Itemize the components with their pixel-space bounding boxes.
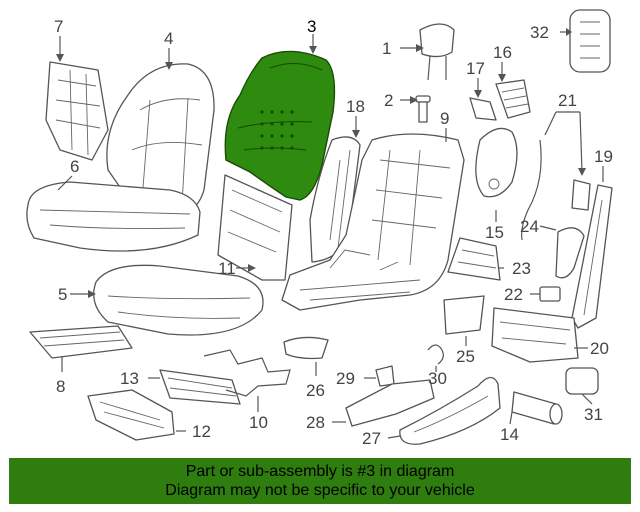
- callout-2[interactable]: 2: [384, 91, 393, 110]
- part-10-wire-harness[interactable]: [203, 349, 291, 397]
- part-6-cushion-cover[interactable]: [26, 181, 201, 252]
- callout-10[interactable]: 10: [249, 413, 268, 432]
- callout-labels: 1 2 3 4 5 6 7 8 9 10 11 12 13 14 15 16 1…: [54, 17, 613, 448]
- callout-31[interactable]: 31: [584, 405, 603, 424]
- part-2-headrest-guide[interactable]: [415, 95, 431, 123]
- callout-20[interactable]: 20: [590, 339, 609, 358]
- part-26-cover-strip[interactable]: [283, 336, 329, 360]
- part-20-housing[interactable]: [491, 307, 579, 363]
- callout-11[interactable]: 11: [218, 259, 236, 278]
- part-28-side-trim-lower[interactable]: [345, 379, 435, 427]
- callout-leader-lines: [56, 28, 604, 439]
- callout-16[interactable]: 16: [493, 43, 512, 62]
- part-14-motor[interactable]: [511, 391, 563, 425]
- seat-exploded-diagram: 1 2 3 4 5 6 7 8 9 10 11 12 13 14 15 16 1…: [26, 9, 613, 448]
- part-27-outer-trim[interactable]: [399, 376, 501, 445]
- part-30-clip[interactable]: [427, 344, 444, 365]
- part-32-switch[interactable]: [569, 9, 611, 73]
- part-31-switch[interactable]: [565, 367, 599, 395]
- callout-6[interactable]: 6: [70, 157, 79, 176]
- callout-7[interactable]: 7: [54, 17, 63, 36]
- callout-26[interactable]: 26: [306, 381, 325, 400]
- part-5-cushion-pad[interactable]: [93, 264, 264, 336]
- callout-27[interactable]: 27: [362, 429, 381, 448]
- callout-28[interactable]: 28: [306, 413, 325, 432]
- part-15-side-cover[interactable]: [475, 127, 518, 198]
- part-24-recliner-handle[interactable]: [555, 227, 585, 279]
- part-17-trim-piece[interactable]: [469, 97, 497, 121]
- callout-32[interactable]: 32: [530, 23, 549, 42]
- callout-18[interactable]: 18: [346, 97, 365, 116]
- callout-13[interactable]: 13: [120, 369, 139, 388]
- callout-14[interactable]: 14: [500, 425, 519, 444]
- part-29-bracket[interactable]: [375, 365, 395, 387]
- callout-4[interactable]: 4: [164, 29, 173, 48]
- callout-3-highlighted[interactable]: 3: [307, 17, 316, 36]
- part-7-back-pad[interactable]: [45, 61, 109, 161]
- callout-21[interactable]: 21: [558, 91, 577, 110]
- part-25-tray[interactable]: [443, 295, 485, 335]
- callout-12[interactable]: 12: [192, 422, 211, 441]
- info-banner: Part or sub-assembly is #3 in diagram Di…: [9, 458, 631, 504]
- banner-line-disclaimer: Diagram may not be specific to your vehi…: [165, 482, 475, 499]
- part-11-back-panel[interactable]: [217, 174, 293, 281]
- part-19-side-panel[interactable]: [571, 184, 613, 329]
- part-16-control-module[interactable]: [495, 79, 531, 119]
- callout-17[interactable]: 17: [466, 59, 485, 78]
- callout-23[interactable]: 23: [512, 259, 531, 278]
- callout-25[interactable]: 25: [456, 347, 475, 366]
- part-21-cable[interactable]: [521, 139, 591, 241]
- callout-5[interactable]: 5: [58, 285, 67, 304]
- callout-29[interactable]: 29: [336, 369, 355, 388]
- part-1-headrest[interactable]: [419, 23, 455, 81]
- part-22-clip[interactable]: [539, 286, 561, 302]
- callout-24[interactable]: 24: [520, 217, 539, 236]
- callout-9[interactable]: 9: [440, 109, 449, 128]
- part-23-trim[interactable]: [447, 237, 501, 281]
- part-12-mounting-plate[interactable]: [87, 389, 175, 441]
- banner-line-part-info: Part or sub-assembly is #3 in diagram: [185, 463, 455, 480]
- part-13-heating-element[interactable]: [159, 369, 241, 405]
- callout-15[interactable]: 15: [485, 223, 504, 242]
- part-9-seat-frame[interactable]: [281, 133, 465, 311]
- callout-8[interactable]: 8: [56, 377, 65, 396]
- callout-1[interactable]: 1: [382, 39, 391, 58]
- callout-22[interactable]: 22: [504, 285, 523, 304]
- callout-19[interactable]: 19: [594, 147, 613, 166]
- part-8-heating-mat[interactable]: [29, 325, 133, 359]
- callout-30[interactable]: 30: [428, 369, 447, 388]
- part-3-back-pad-highlighted[interactable]: [224, 50, 336, 201]
